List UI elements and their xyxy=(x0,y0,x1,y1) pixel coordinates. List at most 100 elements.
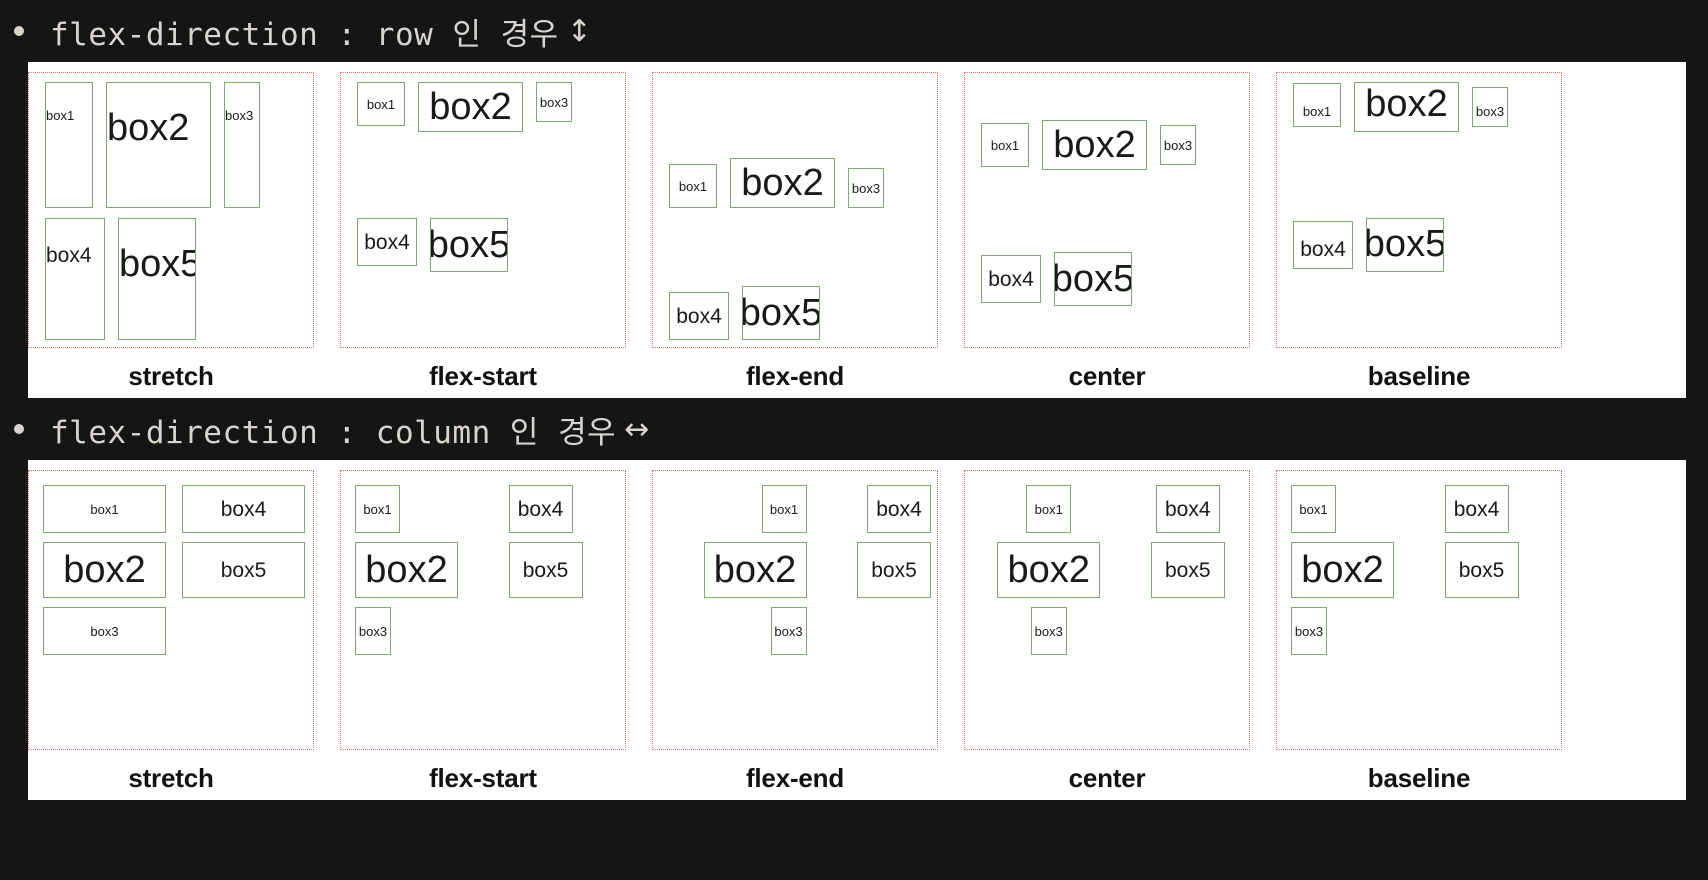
flex-container: box1 box2 box3 box4 box5 xyxy=(355,485,619,743)
panel-label: center xyxy=(1068,361,1146,391)
box-item: box4 xyxy=(357,218,417,266)
panel-canvas: box1 box2 box3 box4 box5 xyxy=(1276,470,1562,750)
heading-column-label: flex-direction : column 인 경우 xyxy=(50,414,617,451)
box-item: box5 xyxy=(182,542,305,598)
box-item: box4 xyxy=(867,485,931,533)
panel-canvas: box1 box2 box3 box4 box5 xyxy=(964,72,1250,348)
box-item: box3 xyxy=(848,168,884,208)
box-item: box5 xyxy=(1366,218,1444,272)
box-item: box5 xyxy=(508,542,583,598)
box-item: box5 xyxy=(857,542,931,598)
bullet-icon xyxy=(14,26,24,36)
panel-label: flex-start xyxy=(429,763,537,793)
box-item: box4 xyxy=(1293,221,1353,269)
panel-canvas: box1 box2 box3 box4 box5 xyxy=(340,72,626,348)
panel-canvas: box1 box2 box3 box4 box5 xyxy=(1276,72,1562,348)
flex-line: box1 box2 box3 xyxy=(1291,485,1431,655)
box-item: box3 xyxy=(1291,607,1327,655)
box-item: box3 xyxy=(770,607,807,655)
box-item: box1 xyxy=(355,485,400,533)
bullet-icon xyxy=(14,424,24,434)
box-item: box1 xyxy=(1293,83,1341,127)
flex-line: box4 box5 xyxy=(981,218,1243,340)
box-item: box4 xyxy=(1155,485,1220,533)
heading-row-label: flex-direction : row 인 경우 xyxy=(50,16,559,53)
panel-col-flex-end: box1 box2 box3 box4 box5 flex-end xyxy=(652,470,938,794)
box-item: box2 xyxy=(43,542,166,598)
box-item: box4 xyxy=(669,292,729,340)
box-item: box1 xyxy=(1291,485,1336,533)
box-item: box2 xyxy=(1042,120,1147,170)
flex-line: box4 box5 xyxy=(357,218,619,340)
box-item: box3 xyxy=(224,82,260,208)
flex-line: box1 box2 box3 xyxy=(1293,82,1555,208)
panel-label: flex-end xyxy=(745,361,845,391)
flex-container: box1 box2 box3 box4 box5 xyxy=(357,82,619,341)
flex-container: box1 box2 box3 box4 box5 xyxy=(981,82,1243,341)
panel-canvas: box1 box2 box3 box4 box5 xyxy=(28,72,314,348)
flex-container: box1 box2 box3 box4 box5 xyxy=(1291,485,1555,743)
panel-canvas: box1 box2 box3 box4 box5 xyxy=(652,72,938,348)
box-item: box4 xyxy=(981,255,1041,303)
box-item: box4 xyxy=(508,485,573,533)
flex-line: box1 box2 box3 xyxy=(979,485,1119,655)
panel-col-stretch: box1 box2 box3 box4 box5 stretch xyxy=(28,470,314,794)
flex-container: box1 box2 box3 box4 box5 xyxy=(669,82,931,341)
flex-line: box1 box2 box3 xyxy=(667,485,807,655)
column-direction-board: box1 box2 box3 box4 box5 stretch box1 xyxy=(28,460,1686,800)
box-item: box1 xyxy=(1026,485,1072,533)
panel-col-baseline: box1 box2 box3 box4 box5 baseline xyxy=(1276,470,1562,794)
flex-line: box4 box5 xyxy=(508,485,620,598)
box-item: box3 xyxy=(1472,87,1508,127)
panel-label: baseline xyxy=(1367,361,1471,391)
box-item: box5 xyxy=(1150,542,1225,598)
box-item: box2 xyxy=(730,158,835,208)
box-item: box1 xyxy=(357,82,405,126)
flex-container: box1 box2 box3 box4 box5 xyxy=(979,485,1243,743)
box-item: box5 xyxy=(742,286,820,340)
flex-line: box4 box5 xyxy=(1133,485,1244,598)
flex-container: box1 box2 box3 box4 box5 xyxy=(667,485,931,743)
panel-label: flex-end xyxy=(745,763,845,793)
flex-line: box4 box5 xyxy=(45,218,307,340)
box-item: box5 xyxy=(430,218,508,272)
panel-label: stretch xyxy=(128,763,214,793)
box-item: box4 xyxy=(45,218,105,340)
box-item: box3 xyxy=(1030,607,1067,655)
flex-container: box1 box2 box3 box4 box5 xyxy=(45,82,307,341)
panel-label: baseline xyxy=(1367,763,1471,793)
panel-label: flex-start xyxy=(429,361,537,391)
box-item: box3 xyxy=(355,607,391,655)
flex-line: box4 box5 xyxy=(669,218,931,340)
flex-line: box1 box2 box3 xyxy=(357,82,619,208)
box-item: box1 xyxy=(45,82,93,208)
flex-line: box4 box5 xyxy=(821,485,931,598)
box-item: box2 xyxy=(106,82,211,208)
panel-canvas: box1 box2 box3 box4 box5 xyxy=(964,470,1250,750)
flex-line: box1 box2 box3 xyxy=(355,485,495,655)
horizontal-arrow-icon: ↔ xyxy=(624,411,650,447)
box-item: box3 xyxy=(536,82,572,122)
box-item: box5 xyxy=(1444,542,1519,598)
flex-line: box4 box5 xyxy=(182,485,307,598)
box-item: box1 xyxy=(981,123,1029,167)
box-item: box1 xyxy=(761,485,807,533)
box-item: box3 xyxy=(43,607,166,655)
panel-row-center: box1 box2 box3 box4 box5 center xyxy=(964,72,1250,392)
box-item: box2 xyxy=(355,542,458,598)
box-item: box2 xyxy=(418,82,523,132)
panel-canvas: box1 box2 box3 box4 box5 xyxy=(652,470,938,750)
box-item: box4 xyxy=(1444,485,1509,533)
flex-line: box4 box5 xyxy=(1293,218,1555,340)
panel-label: center xyxy=(1068,763,1146,793)
flex-container: box1 box2 box3 box4 box5 xyxy=(1293,82,1555,341)
panel-row-stretch: box1 box2 box3 box4 box5 stretch xyxy=(28,72,314,392)
panel-canvas: box1 box2 box3 box4 box5 xyxy=(28,470,314,750)
box-item: box1 xyxy=(669,164,717,208)
flex-line: box1 box2 box3 xyxy=(981,82,1243,208)
flex-line: box1 box2 box3 xyxy=(45,82,307,208)
flex-line: box1 box2 box3 xyxy=(669,82,931,208)
box-item: box1 xyxy=(43,485,166,533)
box-item: box4 xyxy=(182,485,305,533)
